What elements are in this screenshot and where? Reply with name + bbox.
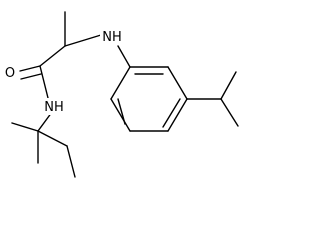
ring-bond-3 (167, 98, 188, 132)
molecular-structure: O NH NH (3, 11, 239, 178)
bond-group (11, 11, 239, 178)
ring-bond-5 (110, 98, 131, 132)
bond-alpha-carbonyl (39, 45, 66, 67)
bond-isopropyl-methyl-down (220, 98, 239, 127)
ring-bond-6 (110, 66, 131, 100)
amide-nitrogen-label: NH (44, 100, 64, 115)
bond-amine-ring (117, 45, 131, 68)
ring-bond-2 (167, 66, 188, 100)
bond-ethyl-terminal (66, 145, 76, 178)
bond-alpha-amine (64, 34, 102, 47)
atom-label-amine-nitrogen: NH (100, 28, 124, 45)
atom-label-amide-nitrogen: NH (42, 98, 66, 115)
bond-quaternary-methyl-left (11, 122, 39, 132)
bond-carbonyl-oxygen-2 (20, 73, 42, 80)
oxygen-label: O (5, 66, 15, 81)
amine-nitrogen-label: NH (102, 30, 122, 45)
ring-double-3 (117, 98, 126, 125)
ring-double-2 (162, 98, 181, 128)
bond-amide-quaternary (37, 111, 53, 132)
bond-isopropyl-methyl-up (220, 71, 237, 100)
bond-carbonyl-oxygen-1 (19, 65, 41, 72)
bond-quaternary-ethyl (37, 130, 68, 147)
bond-carbonyl-amide (39, 65, 49, 99)
atom-label-oxygen: O (3, 64, 17, 81)
